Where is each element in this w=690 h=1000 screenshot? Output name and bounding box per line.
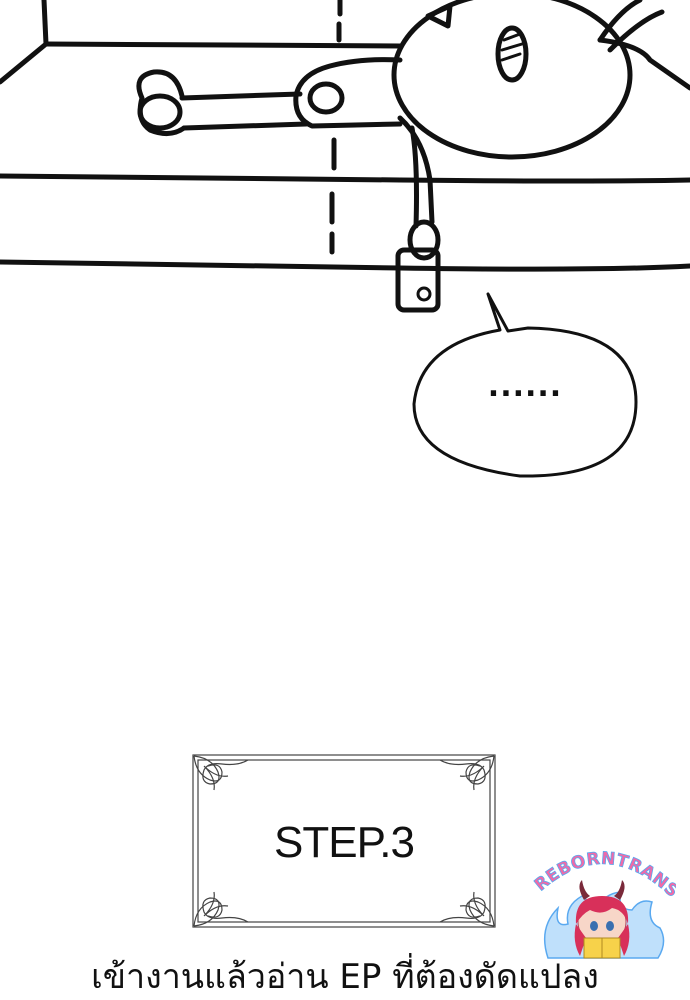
character-hand-near xyxy=(307,81,345,115)
sofa-back-right-corner xyxy=(597,37,690,91)
caption-text: เข้างานแล้วอ่าน EP ที่ต้องดัดแปลง xyxy=(91,957,599,997)
reborntrans-watermark-logo: REBORNTRANS xyxy=(531,848,676,959)
character-hand xyxy=(136,69,187,136)
character-arm-lower xyxy=(179,91,309,131)
character-mouth xyxy=(495,25,529,83)
character-eye xyxy=(425,3,453,29)
comic-panel-drawing xyxy=(0,0,690,313)
corner-ornament-tl xyxy=(193,755,249,791)
sofa-back-top-line xyxy=(43,41,403,49)
speech-bubble xyxy=(412,292,638,478)
step-ornamental-frame xyxy=(192,754,496,928)
character-head xyxy=(391,0,633,160)
character-hair xyxy=(597,0,665,53)
sofa-back-left-edge xyxy=(41,0,49,47)
corner-ornament-br xyxy=(439,891,495,927)
seat-bottom-line xyxy=(0,259,690,272)
character-phone xyxy=(395,247,441,313)
svg-text:REBORNTRANS: REBORNTRANS xyxy=(531,849,676,902)
character-phone-hand xyxy=(407,219,441,261)
character-mouth-teeth xyxy=(500,32,524,62)
speech-bubble-text: ...... xyxy=(487,369,563,404)
character-arm-upper xyxy=(293,57,403,129)
corner-ornament-tr xyxy=(439,755,495,791)
character-arm-hanging xyxy=(397,115,435,229)
sofa-arm-left xyxy=(0,41,49,85)
step-title: STEP.3 xyxy=(274,818,415,867)
seat-top-line xyxy=(0,173,690,184)
corner-ornament-bl xyxy=(193,891,249,927)
phone-button xyxy=(416,286,432,302)
character-hand-fist xyxy=(137,93,183,131)
